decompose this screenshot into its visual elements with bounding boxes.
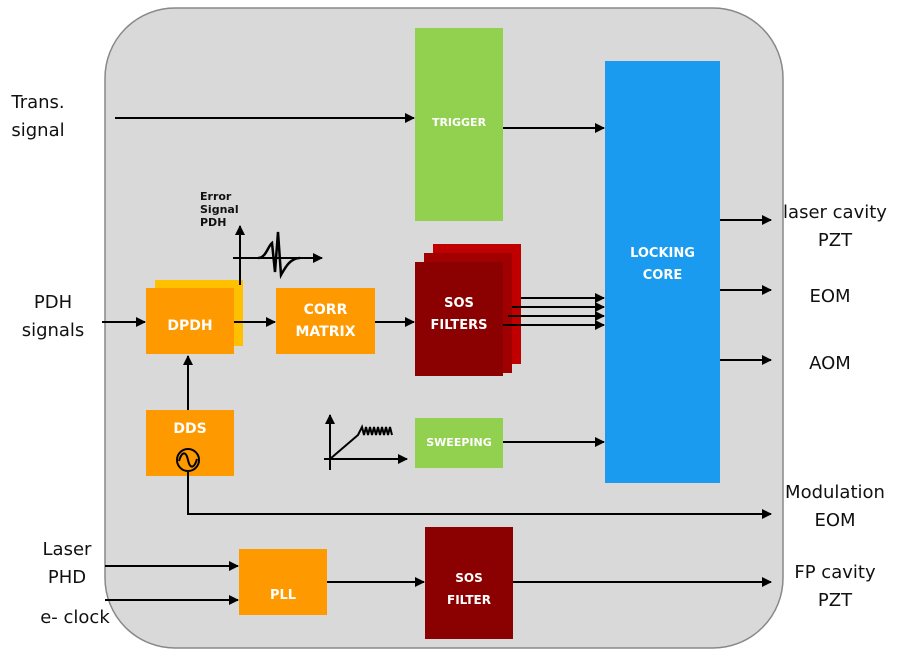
output-modulation-eom-line2: EOM — [814, 510, 856, 531]
trigger-label-text: TRIGGER — [431, 116, 487, 129]
output-laser-cavity-pzt-line2: PZT — [817, 230, 853, 251]
sos-filters-label: SOS FILTERS — [415, 290, 503, 340]
output-eom: EOM — [800, 283, 860, 311]
corr-matrix-label-line1: CORR — [303, 302, 348, 318]
locking-core-block — [605, 61, 720, 483]
pll-label-text: PLL — [269, 588, 297, 603]
sweep-ramp-plot — [324, 414, 408, 470]
output-aom: AOM — [800, 350, 860, 378]
sos-filters-label-line2: FILTERS — [430, 318, 488, 333]
pll-label: PLL — [239, 582, 327, 610]
sweeping-label-text: SWEEPING — [426, 436, 492, 449]
sos-filters-label-line1: SOS — [444, 296, 474, 311]
output-eom-text: EOM — [809, 286, 851, 307]
input-trans-signal-line1: Trans. — [11, 92, 65, 113]
error-signal-plot — [233, 225, 323, 285]
output-fp-cavity-pzt-line1: FP cavity — [794, 562, 876, 583]
arrow-dds-to-modulation — [187, 472, 772, 519]
dpdh-label-text: DPDH — [167, 318, 213, 334]
corr-matrix-label-line2: MATRIX — [295, 324, 356, 340]
dds-label: DDS — [146, 415, 234, 443]
output-laser-cavity-pzt-line1: laser cavity — [783, 202, 887, 223]
input-e-clock: e- clock — [30, 604, 120, 632]
error-signal-label: Error Signal PDH — [200, 190, 240, 229]
dpdh-block — [146, 288, 234, 354]
sos-filters-block — [415, 262, 503, 376]
error-signal-label-line3: PDH — [200, 216, 227, 229]
sos-filter-block — [425, 527, 513, 639]
input-trans-signal: Trans. signal — [8, 89, 68, 145]
error-signal-label-line2: Signal — [200, 203, 239, 216]
output-laser-cavity-pzt: laser cavity PZT — [776, 199, 894, 255]
input-pdh-signals-line1: PDH — [33, 292, 73, 313]
input-trans-signal-line2: signal — [11, 120, 65, 141]
sos-filter-label-line2: FILTER — [447, 593, 491, 607]
sweeping-label: SWEEPING — [415, 430, 503, 456]
locking-core-label-line1: LOCKING — [630, 246, 695, 261]
corr-matrix-label: CORR MATRIX — [276, 294, 375, 348]
output-fp-cavity-pzt-line2: PZT — [817, 590, 853, 611]
oscillator-icon — [176, 448, 200, 472]
input-laser-phd: Laser PHD — [34, 536, 100, 592]
locking-core-label: LOCKING CORE — [605, 240, 720, 290]
pll-block — [239, 549, 327, 615]
input-pdh-signals-line2: signals — [21, 320, 85, 341]
output-aom-text: AOM — [809, 353, 851, 374]
dpdh-label: DPDH — [146, 312, 234, 340]
sweeping-block — [415, 418, 503, 468]
corr-matrix-block — [276, 288, 375, 354]
error-signal-label-line1: Error — [200, 190, 232, 203]
trigger-label: TRIGGER — [415, 110, 503, 136]
output-modulation-eom: Modulation EOM — [780, 479, 890, 535]
input-laser-phd-line1: Laser — [42, 539, 92, 560]
trigger-block — [415, 28, 503, 221]
output-fp-cavity-pzt: FP cavity PZT — [780, 559, 890, 615]
dds-label-text: DDS — [173, 421, 207, 437]
input-e-clock-text: e- clock — [40, 607, 110, 628]
locking-core-label-line2: CORE — [642, 268, 683, 283]
input-laser-phd-line2: PHD — [47, 567, 87, 588]
sos-filter-label: SOS FILTER — [425, 565, 513, 613]
output-modulation-eom-line1: Modulation — [785, 482, 885, 503]
input-pdh-signals: PDH signals — [20, 289, 86, 345]
sos-filter-label-line1: SOS — [455, 571, 483, 585]
